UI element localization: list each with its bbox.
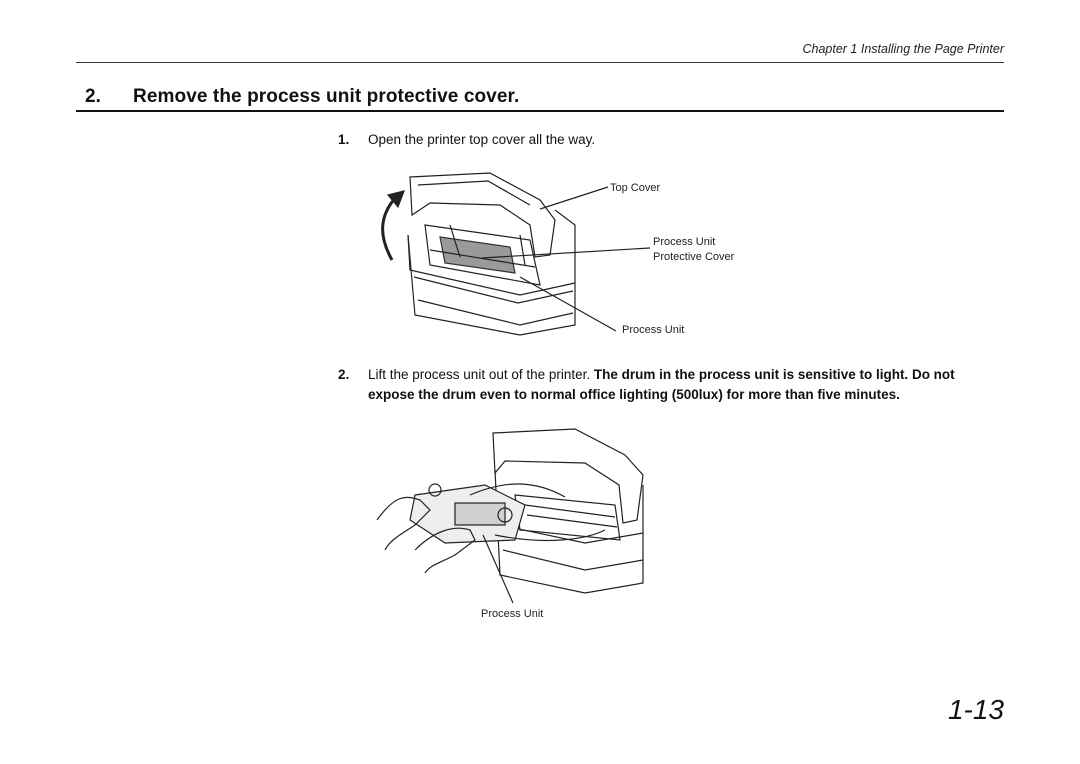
- chapter-title: Chapter 1 Installing the Page Printer: [802, 42, 1004, 56]
- step-text-plain: Lift the process unit out of the printer…: [368, 367, 594, 382]
- step-number: 1.: [338, 132, 350, 147]
- step-number: 2.: [338, 367, 350, 382]
- step-2: 2. Lift the process unit out of the prin…: [338, 365, 998, 405]
- header-rule: [76, 62, 1004, 63]
- label-protective-cover-line1: Process Unit: [653, 236, 716, 248]
- figure-lifting-process-unit: Process Unit: [375, 425, 665, 625]
- label-top-cover: Top Cover: [610, 182, 661, 194]
- section-number: 2.: [85, 86, 102, 107]
- label-process-unit: Process Unit: [481, 608, 544, 620]
- section-heading: 2. Remove the process unit protective cov…: [85, 86, 519, 108]
- label-protective-cover-line2: Protective Cover: [653, 251, 735, 263]
- step-1: 1. Open the printer top cover all the wa…: [338, 130, 998, 150]
- step-text: Open the printer top cover all the way.: [368, 132, 596, 147]
- heading-rule: [76, 110, 1004, 112]
- printer-illustration: [381, 172, 651, 336]
- label-process-unit: Process Unit: [622, 324, 685, 336]
- step-text-warning: The drum in the process unit is sensitiv…: [368, 367, 955, 402]
- section-title: Remove the process unit protective cover…: [133, 86, 520, 107]
- step-text: Lift the process unit out of the printer…: [368, 365, 998, 405]
- page-number: 1-13: [947, 694, 1004, 725]
- figure-printer-top-cover-open: Top Cover Process Unit Protective Cover …: [370, 165, 770, 345]
- lifting-illustration: [376, 428, 644, 604]
